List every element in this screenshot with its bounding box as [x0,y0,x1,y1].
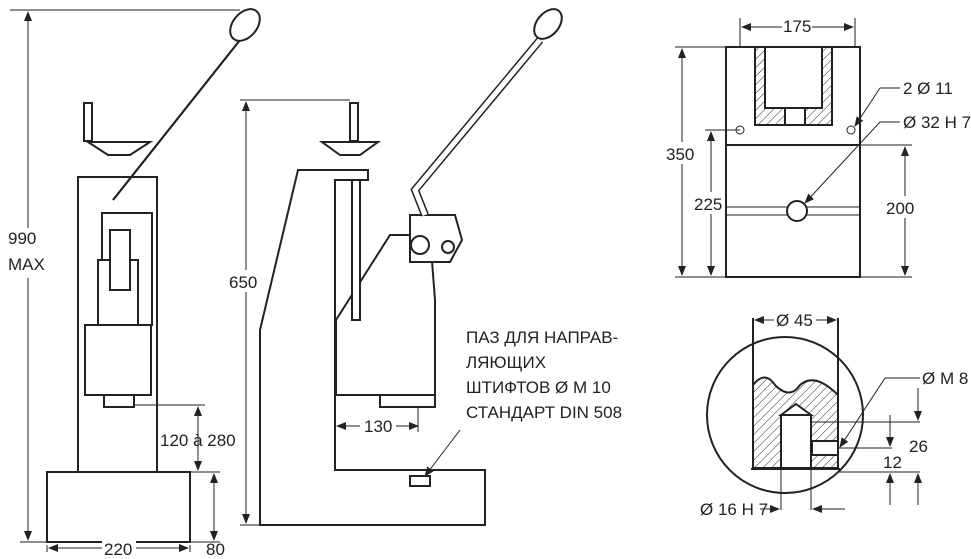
front-base [46,471,191,543]
top-plate [725,46,861,278]
holes-label: 2 Ø 11 [903,79,953,98]
front-lever-knob [229,8,261,42]
side-lever-knob [533,8,563,40]
side-view: 650 130 ПАЗ ДЛЯ НАПРАВ- ЛЯЮЩИХ ШТИФТОВ Ø… [228,8,622,526]
note-line-2: ЛЯЮЩИХ [466,353,546,372]
t-slot [409,475,431,487]
top-width-label: 175 [783,17,811,36]
front-punch [103,394,135,408]
stroke-range-label: 120 à 280 [160,431,236,450]
top-view: 175 350 225 200 2 Ø 11 Ø 32 H 7 [665,16,971,278]
front-handwheel [84,141,154,156]
side-handwheel [318,141,382,156]
depth-225-label: 225 [694,195,722,214]
bore-hole [786,200,808,222]
base-width-label: 220 [104,540,132,559]
side-height-label: 650 [229,273,257,292]
depth-350-label: 350 [666,145,694,164]
depth-200-label: 200 [886,199,914,218]
depth-26-label: 26 [909,437,928,456]
note-line-3: ШТИФТОВ Ø M 10 [466,378,611,397]
front-ram-housing [84,324,152,396]
side-head [335,234,436,396]
depth-12-label: 12 [883,453,902,472]
height-value-label: 990 [8,229,36,248]
throat-depth-label: 130 [364,417,392,436]
height-max-label: MAX [8,255,45,274]
base-height-label: 80 [206,540,225,559]
thread-label: Ø M 8 [922,369,968,388]
note-line-4: СТАНДАРТ DIN 508 [466,403,622,422]
detail-bore-label: Ø 16 H 7 [700,500,768,519]
front-view: 990 MAX 120 à 280 220 80 [8,8,261,559]
note-line-1: ПАЗ ДЛЯ НАПРАВ- [466,328,618,347]
detail-circle [706,336,864,494]
bore-label: Ø 32 H 7 [903,113,971,132]
detail-diameter-label: Ø 45 [776,311,813,330]
detail-view: Ø 45 Ø M 8 26 12 Ø 16 H 7 [700,308,968,519]
